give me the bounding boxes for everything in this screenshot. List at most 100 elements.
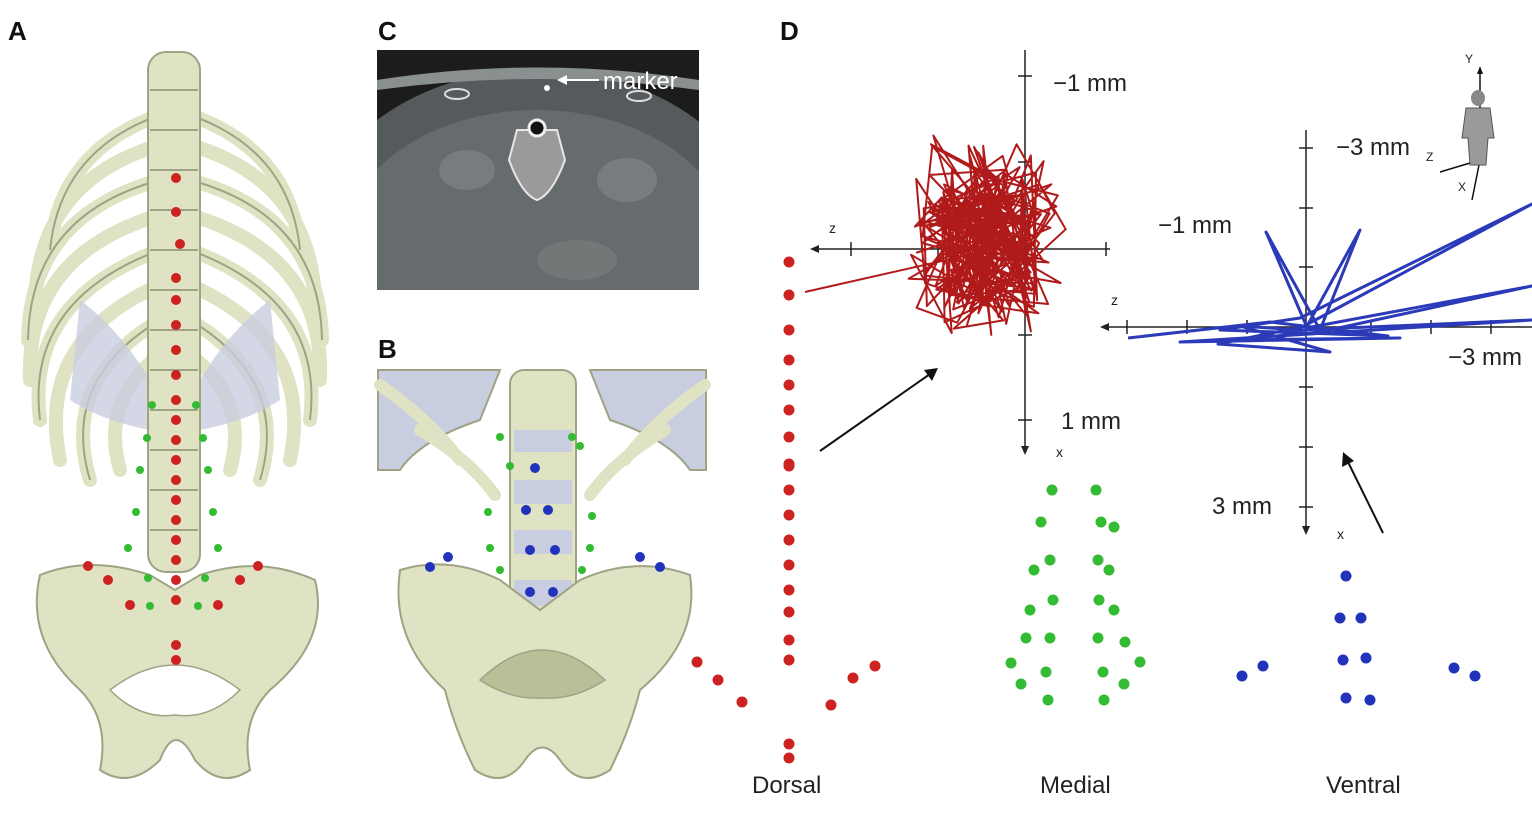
ventral-arrow xyxy=(1342,452,1384,534)
ventral-marker xyxy=(1340,570,1352,582)
medial-marker xyxy=(1093,594,1105,606)
blue-plot-y-top-label: −3 mm xyxy=(1336,134,1411,161)
ventral-marker xyxy=(1355,612,1367,624)
dorsal-marker xyxy=(783,509,795,521)
panel-a-medial-markers xyxy=(124,401,222,610)
dorsal-marker xyxy=(691,656,703,668)
dorsal-marker xyxy=(783,752,795,764)
medial-marker xyxy=(1046,484,1058,496)
dorsal-marker-layout xyxy=(691,256,881,764)
dorsal-marker xyxy=(783,584,795,596)
red-plot-x-axis-label: x xyxy=(1056,444,1063,460)
dorsal-marker xyxy=(783,431,795,443)
dorsal-marker xyxy=(712,674,724,686)
blue-plot-z-right-label: −3 mm xyxy=(1448,344,1523,371)
group-label-medial: Medial xyxy=(1040,772,1111,799)
medial-marker xyxy=(1092,632,1104,644)
panel-label-c: C xyxy=(378,16,397,46)
marker-arrow xyxy=(557,75,599,85)
panel-a-dorsal-markers xyxy=(83,173,263,665)
medial-marker xyxy=(1020,632,1032,644)
dorsal-marker xyxy=(847,672,859,684)
medial-marker xyxy=(1119,636,1131,648)
red-plot-z-right-label: −1 mm xyxy=(1158,212,1233,239)
medial-marker xyxy=(1090,484,1102,496)
panel-label-a: A xyxy=(8,16,27,46)
ventral-marker xyxy=(1334,612,1346,624)
medial-marker xyxy=(1040,666,1052,678)
medial-marker xyxy=(1044,632,1056,644)
group-label-ventral: Ventral xyxy=(1326,772,1401,799)
medial-marker xyxy=(1015,678,1027,690)
marker-label: marker xyxy=(603,68,678,95)
ct-scan-drawing xyxy=(377,67,699,290)
dorsal-marker xyxy=(783,654,795,666)
panel-label-b: B xyxy=(378,334,397,364)
ventral-marker xyxy=(1360,652,1372,664)
red-plot-z-axis-label: z xyxy=(829,220,836,236)
medial-marker xyxy=(1098,694,1110,706)
red-trajectory xyxy=(804,134,1067,336)
dorsal-marker xyxy=(783,738,795,750)
medial-marker xyxy=(1134,656,1146,668)
dorsal-marker xyxy=(783,460,795,472)
medial-marker xyxy=(1024,604,1036,616)
medial-marker xyxy=(1118,678,1130,690)
red-plot-y-top-label: −1 mm xyxy=(1053,70,1128,97)
dorsal-marker xyxy=(783,324,795,336)
dorsal-marker xyxy=(869,660,881,672)
medial-marker xyxy=(1095,516,1107,528)
red-trajectory-path xyxy=(804,134,1067,336)
dorsal-marker xyxy=(783,606,795,618)
panel-label-d: D xyxy=(780,16,799,46)
medial-marker xyxy=(1047,594,1059,606)
dorsal-marker xyxy=(783,634,795,646)
panel-b-medial-markers xyxy=(484,433,596,574)
dorsal-marker xyxy=(783,354,795,366)
medial-marker-layout xyxy=(1005,484,1146,706)
orientation-x-label: X xyxy=(1458,180,1467,194)
medial-marker xyxy=(1103,564,1115,576)
blue-plot-x-axis-label: x xyxy=(1337,526,1344,542)
dorsal-marker xyxy=(736,696,748,708)
group-label-dorsal: Dorsal xyxy=(752,772,822,799)
medial-marker xyxy=(1097,666,1109,678)
medial-marker xyxy=(1108,521,1120,533)
dorsal-marker xyxy=(783,484,795,496)
dorsal-marker xyxy=(783,379,795,391)
ct-scan-image: marker xyxy=(377,50,699,290)
panel-b-ventral-markers xyxy=(425,463,665,597)
medial-marker xyxy=(1028,564,1040,576)
medial-marker xyxy=(1108,604,1120,616)
orientation-y-label: Y xyxy=(1465,52,1474,66)
medial-marker xyxy=(1044,554,1056,566)
blue-plot-z-axis-label: z xyxy=(1111,292,1118,308)
ventral-marker xyxy=(1337,654,1349,666)
medial-marker xyxy=(1042,694,1054,706)
orientation-z-label: Z xyxy=(1426,150,1434,164)
ventral-marker xyxy=(1236,670,1248,682)
medial-marker xyxy=(1035,516,1047,528)
dorsal-marker xyxy=(783,256,795,268)
medial-marker xyxy=(1092,554,1104,566)
ventral-marker xyxy=(1469,670,1481,682)
dorsal-arrow xyxy=(819,368,938,452)
dorsal-marker xyxy=(783,534,795,546)
dorsal-marker xyxy=(825,699,837,711)
ribcage xyxy=(21,108,329,487)
dorsal-marker xyxy=(783,289,795,301)
ventral-marker-layout xyxy=(1236,570,1481,706)
spine xyxy=(147,51,201,573)
orientation-figure xyxy=(1439,66,1495,201)
blue-plot-y-bottom-label: 3 mm xyxy=(1212,493,1272,520)
dorsal-marker xyxy=(783,404,795,416)
ventral-marker xyxy=(1364,694,1376,706)
ventral-marker xyxy=(1448,662,1460,674)
ventral-marker xyxy=(1257,660,1269,672)
blue-trajectory xyxy=(1127,202,1532,354)
ventral-marker xyxy=(1340,692,1352,704)
dorsal-marker xyxy=(783,559,795,571)
